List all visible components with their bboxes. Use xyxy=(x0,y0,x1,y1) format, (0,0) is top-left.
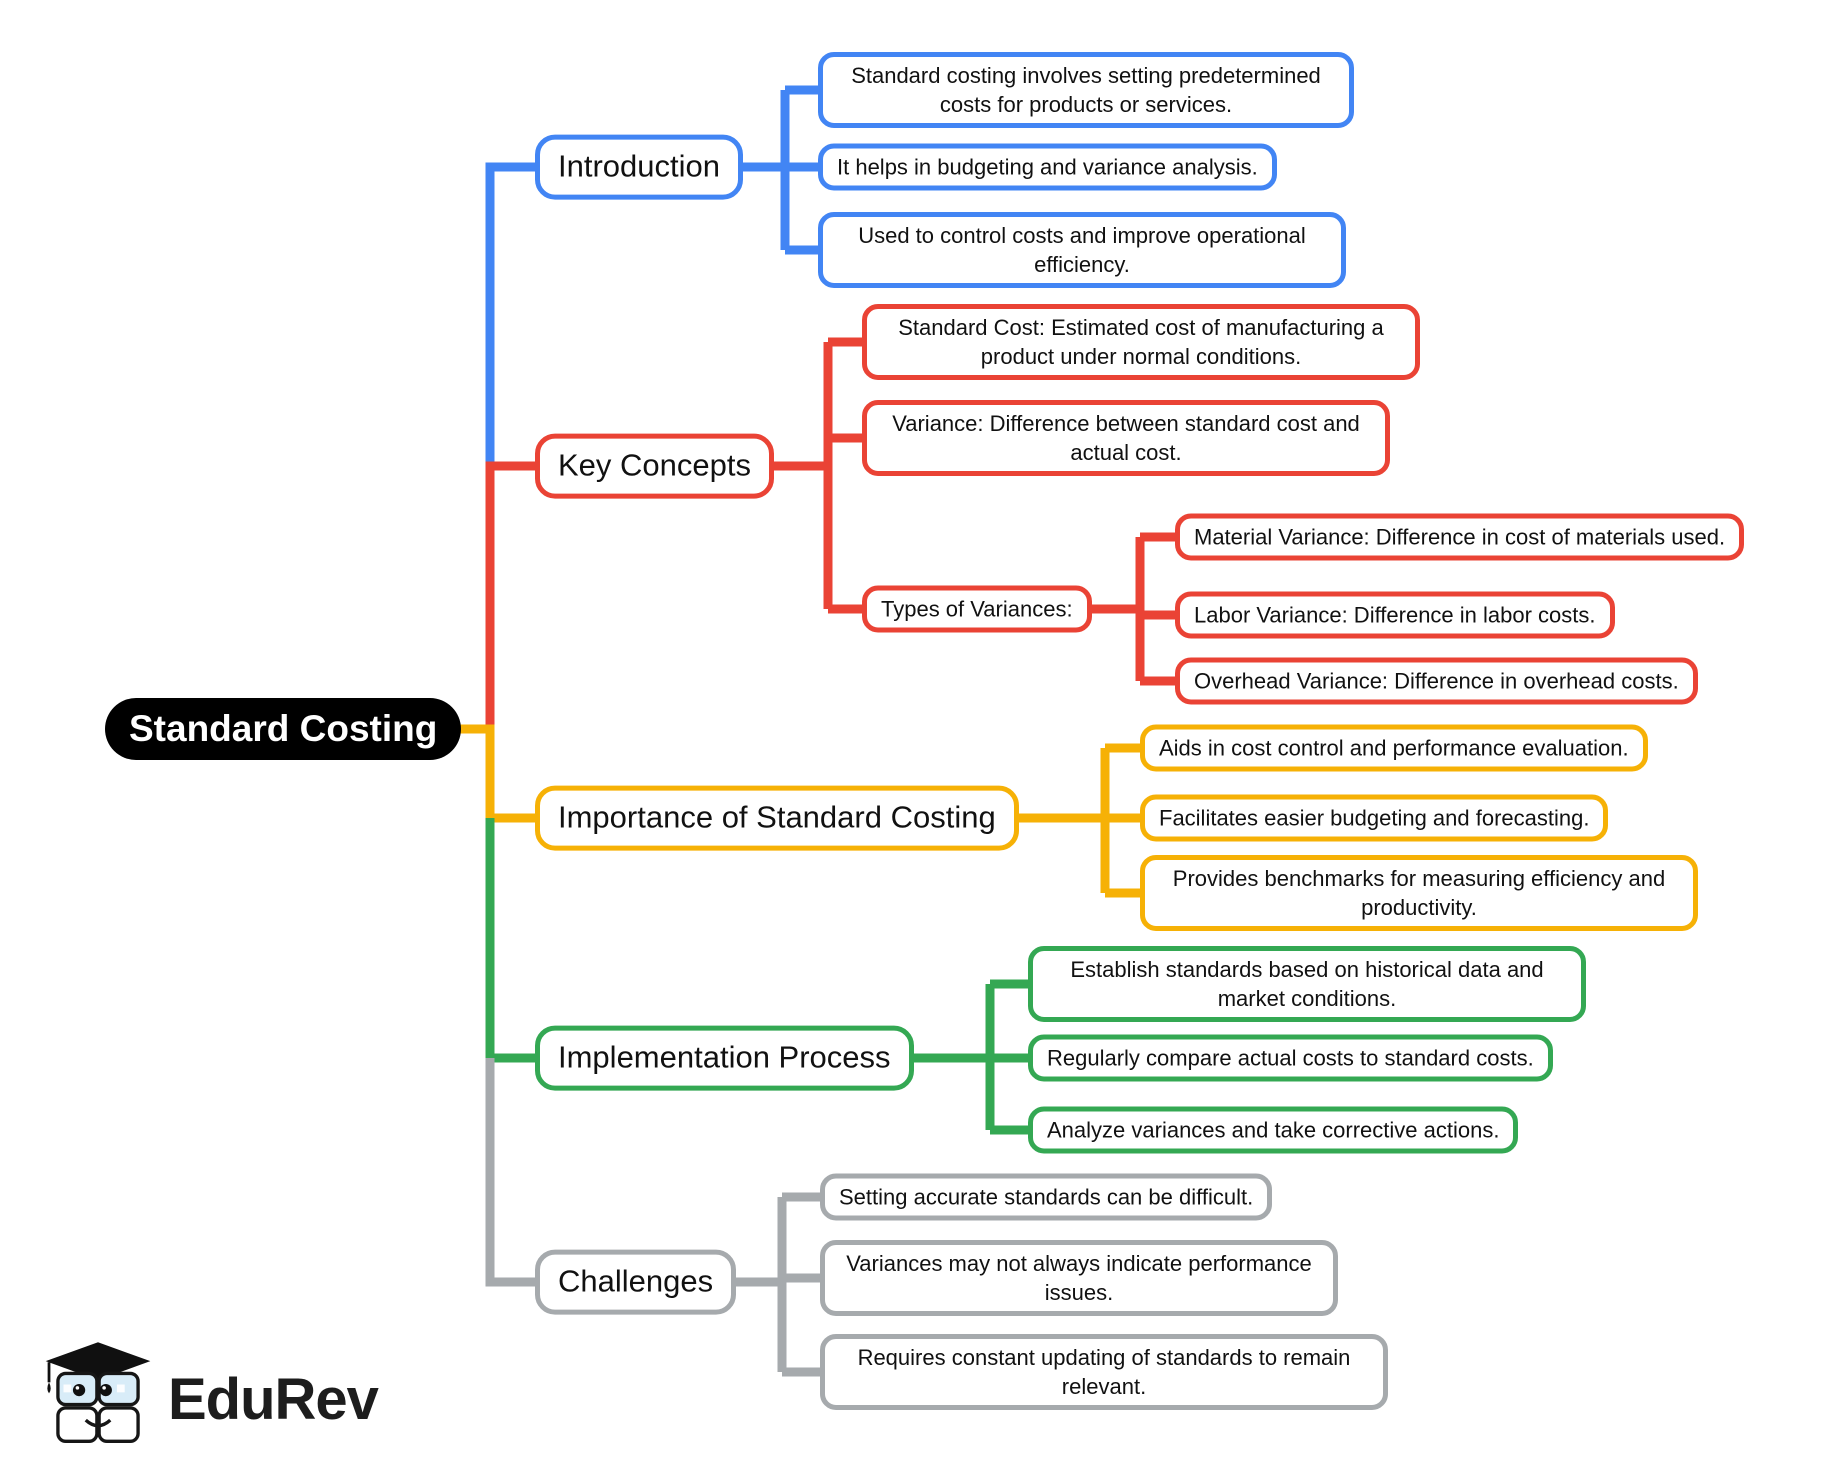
leaf-node: Standard costing involves setting predet… xyxy=(818,51,1354,129)
branch-node-challenges: Challenges xyxy=(535,1249,737,1315)
leaf-node: Regularly compare actual costs to standa… xyxy=(1028,1034,1553,1082)
leaf-node: Facilitates easier budgeting and forecas… xyxy=(1140,794,1609,842)
branch-node-introduction: Introduction xyxy=(535,134,743,200)
leaf-node: Setting accurate standards can be diffic… xyxy=(820,1173,1273,1221)
challenges-children-connector xyxy=(700,1192,838,1377)
leaf-node: Variance: Difference between standard co… xyxy=(862,399,1390,477)
types-of-variances-children-connector xyxy=(1070,532,1192,686)
edurev-logo-text: EduRev xyxy=(168,1366,379,1432)
trunk-key-concepts-connector xyxy=(485,461,560,729)
leaf-node: It helps in budgeting and variance analy… xyxy=(818,143,1277,191)
trunk-importance-connector xyxy=(445,724,560,823)
importance-children-connector xyxy=(990,743,1160,898)
trunk-introduction-connector xyxy=(485,162,560,466)
leaf-node: Standard Cost: Estimated cost of manufac… xyxy=(862,303,1420,381)
implementation-children-connector xyxy=(880,979,1048,1135)
leaf-node: Establish standards based on historical … xyxy=(1028,945,1586,1023)
trunk-challenges-connector xyxy=(485,1058,560,1287)
branch-node-key-concepts: Key Concepts xyxy=(535,433,774,499)
leaf-node: Analyze variances and take corrective ac… xyxy=(1028,1106,1519,1154)
trunk-implementation-connector xyxy=(485,818,560,1063)
leaf-node: Provides benchmarks for measuring effici… xyxy=(1140,854,1698,932)
key-concepts-children-connector xyxy=(745,337,878,614)
leaf-node: Labor Variance: Difference in labor cost… xyxy=(1175,591,1615,639)
leaf-node: Variances may not always indicate perfor… xyxy=(820,1239,1338,1317)
edurev-mascot-icon xyxy=(45,1342,151,1443)
leaf-node: Overhead Variance: Difference in overhea… xyxy=(1175,657,1698,705)
subbranch-node-types-of-variances: Types of Variances: xyxy=(862,585,1092,633)
edurev-logo: EduRev xyxy=(42,1340,379,1458)
branch-node-implementation: Implementation Process xyxy=(535,1025,914,1091)
leaf-node: Requires constant updating of standards … xyxy=(820,1333,1388,1411)
leaf-node: Material Variance: Difference in cost of… xyxy=(1175,513,1745,561)
leaf-node: Used to control costs and improve operat… xyxy=(818,211,1346,289)
branch-node-importance: Importance of Standard Costing xyxy=(535,785,1019,851)
central-topic: Standard Costing xyxy=(105,698,462,760)
leaf-node: Aids in cost control and performance eva… xyxy=(1140,724,1648,772)
introduction-children-connector xyxy=(740,85,835,255)
